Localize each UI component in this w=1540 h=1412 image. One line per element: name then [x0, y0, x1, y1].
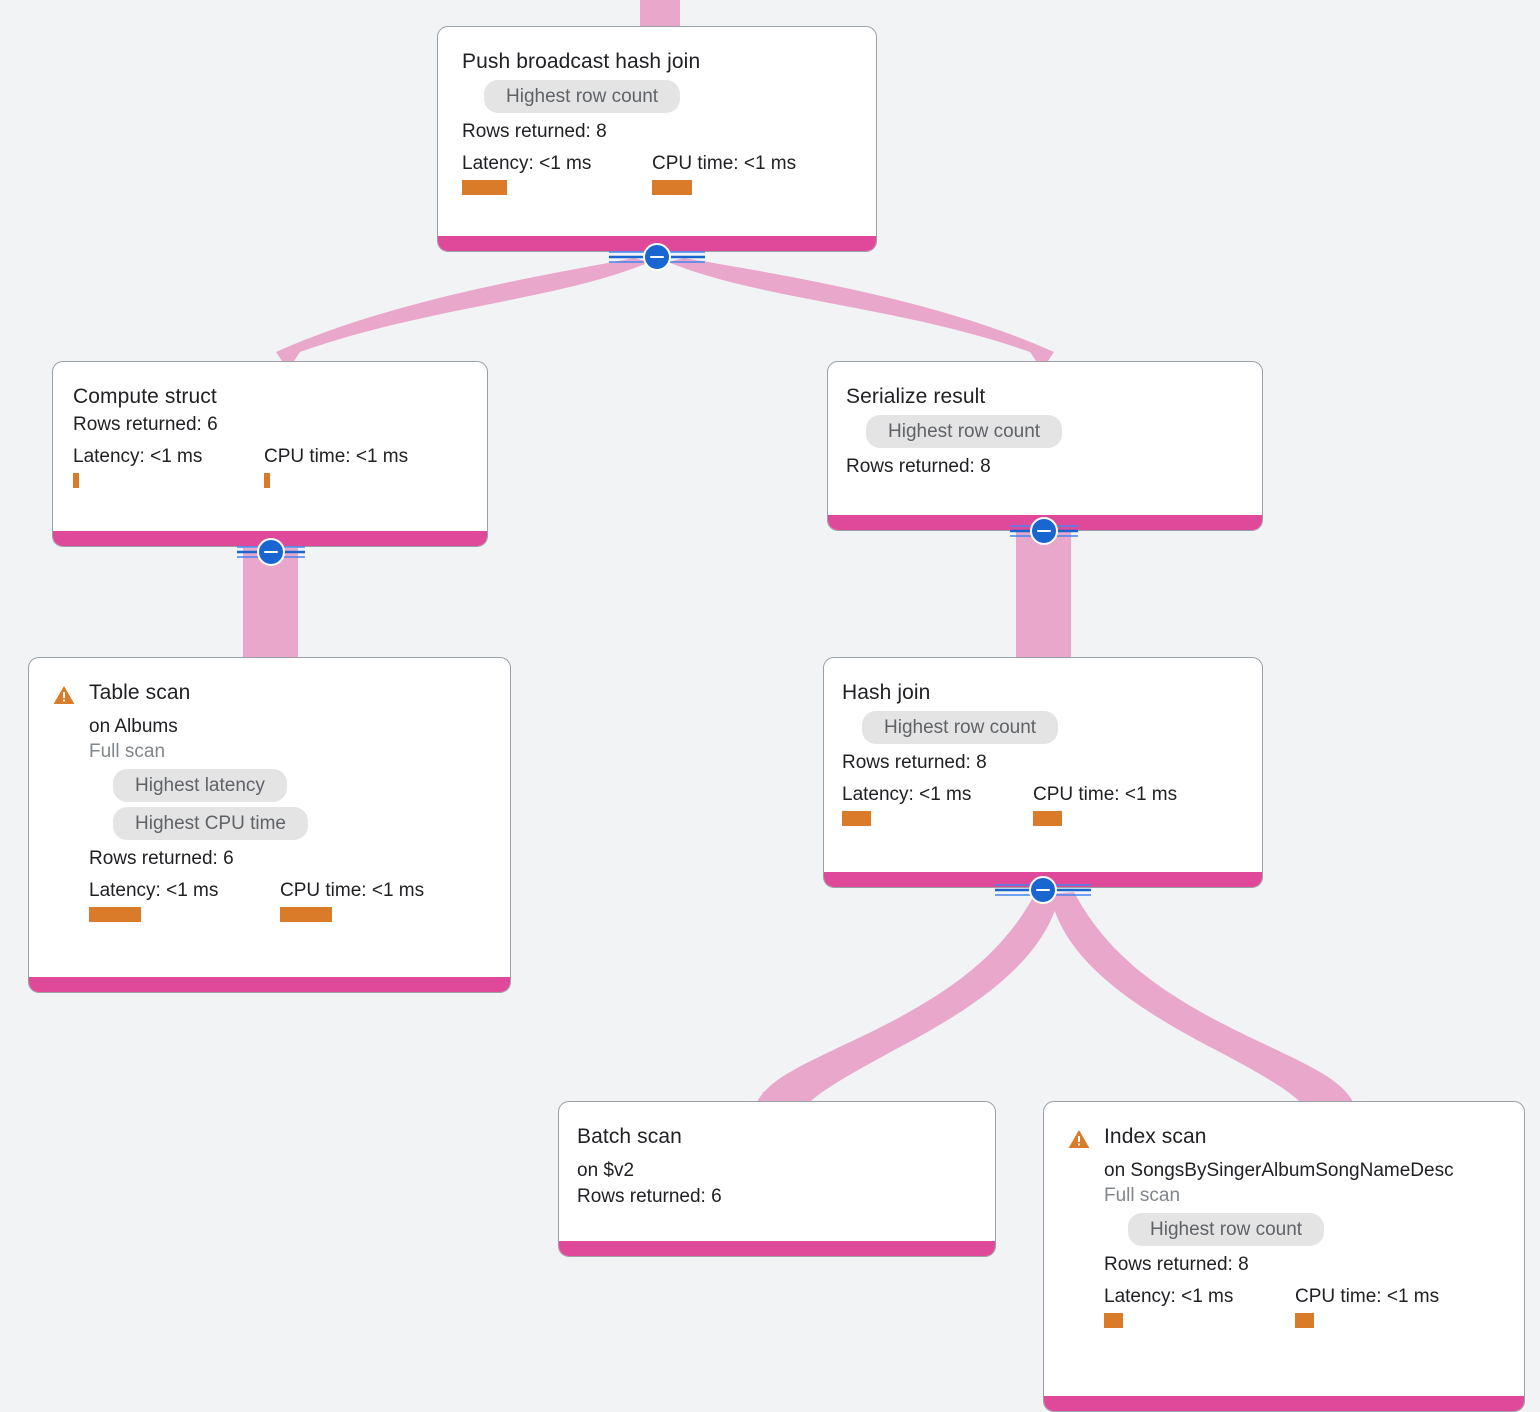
edge-compute-struct-to-table-scan	[243, 548, 298, 664]
collapse-minus-icon[interactable]	[1030, 517, 1058, 545]
node-title: Serialize result	[846, 385, 986, 408]
metric-cpu-time: CPU time: <1 ms	[280, 879, 424, 922]
metric-latency: Latency: <1 ms	[842, 783, 1033, 826]
node-target: on SongsBySingerAlbumSongNameDesc	[1104, 1160, 1454, 1181]
metric-latency-label: Latency: <1 ms	[89, 880, 219, 901]
warning-icon	[1068, 1129, 1090, 1149]
rows-returned: Rows returned: 6	[577, 1186, 722, 1207]
plan-node-serialize-result[interactable]: Serialize result Highest row count Rows …	[827, 361, 1263, 531]
node-header: Table scan on Albums Full scan Highest l…	[53, 680, 486, 922]
metric-cpu-bar	[1033, 811, 1062, 826]
edge-hash-join-to-batch-scan	[758, 892, 1060, 1106]
metric-latency: Latency: <1 ms	[73, 445, 264, 488]
node-scan-type: Full scan	[89, 741, 166, 762]
metric-latency-label: Latency: <1 ms	[462, 153, 592, 174]
metric-latency-bar	[842, 811, 871, 826]
metric-cpu-bar	[652, 180, 692, 195]
edge-arrow-batch-scan	[762, 1092, 794, 1106]
rows-returned: Rows returned: 8	[1104, 1254, 1249, 1275]
badge-highest-latency: Highest latency	[113, 769, 287, 802]
node-footer-bar	[1044, 1396, 1524, 1411]
node-footer-bar	[559, 1241, 995, 1256]
metric-cpu-time: CPU time: <1 ms	[1033, 783, 1177, 826]
metric-cpu-bar	[280, 907, 332, 922]
collapse-minus-icon[interactable]	[1029, 876, 1057, 904]
badge-highest-row-count: Highest row count	[484, 80, 681, 113]
warning-icon	[53, 685, 75, 705]
metric-cpu-bar	[264, 473, 270, 488]
node-footer-bar	[29, 977, 510, 992]
node-target: on Albums	[89, 716, 178, 737]
rows-returned: Rows returned: 8	[462, 121, 607, 142]
metric-cpu-time: CPU time: <1 ms	[652, 152, 796, 195]
node-header: Serialize result	[846, 384, 1238, 410]
collapse-toggle-hash-join[interactable]	[995, 876, 1091, 904]
metric-latency-label: Latency: <1 ms	[1104, 1286, 1234, 1307]
badge-highest-row-count: Highest row count	[866, 415, 1063, 448]
rows-returned: Rows returned: 6	[73, 414, 218, 435]
metric-cpu-label: CPU time: <1 ms	[264, 446, 409, 467]
metric-latency-bar	[1104, 1313, 1123, 1328]
node-target: on $v2	[577, 1160, 635, 1181]
node-header: Index scan on SongsBySingerAlbumSongName…	[1068, 1124, 1504, 1328]
node-header: Batch scan	[577, 1124, 971, 1150]
node-header: Push broadcast hash join	[462, 49, 852, 75]
metric-cpu-label: CPU time: <1 ms	[652, 153, 797, 174]
node-scan-type: Full scan	[1104, 1185, 1181, 1206]
node-title: Compute struct	[73, 385, 217, 408]
edge-root-to-serialize-result	[668, 258, 1054, 370]
collapse-minus-icon[interactable]	[643, 243, 671, 271]
plan-node-index-scan[interactable]: Index scan on SongsBySingerAlbumSongName…	[1043, 1101, 1525, 1412]
collapse-toggle-compute-struct[interactable]	[223, 538, 319, 566]
edge-root-to-compute-struct	[276, 258, 650, 370]
badge-highest-row-count: Highest row count	[862, 711, 1059, 744]
edge-root-stub	[640, 0, 680, 26]
metric-latency: Latency: <1 ms	[462, 152, 652, 195]
metric-cpu-label: CPU time: <1 ms	[1295, 1286, 1440, 1307]
node-title: Table scan	[89, 681, 191, 704]
metric-cpu-bar	[1295, 1313, 1314, 1328]
plan-node-compute-struct[interactable]: Compute struct Rows returned: 6 Latency:…	[52, 361, 488, 547]
plan-node-push-broadcast-hash-join[interactable]: Push broadcast hash join Highest row cou…	[437, 26, 877, 252]
metric-cpu-time: CPU time: <1 ms	[1295, 1285, 1439, 1328]
metric-latency-bar	[462, 180, 507, 195]
node-title: Push broadcast hash join	[462, 50, 701, 73]
metric-cpu-label: CPU time: <1 ms	[1033, 784, 1178, 805]
node-header: Hash join	[842, 680, 1238, 706]
badge-highest-row-count: Highest row count	[1128, 1213, 1325, 1246]
edge-hash-join-to-index-scan	[1050, 892, 1352, 1106]
badge-highest-cpu-time: Highest CPU time	[113, 807, 308, 840]
rows-returned: Rows returned: 6	[89, 848, 234, 869]
metric-latency: Latency: <1 ms	[89, 879, 280, 922]
plan-node-batch-scan[interactable]: Batch scan on $v2 Rows returned: 6	[558, 1101, 996, 1257]
edge-serialize-result-to-hash-join	[1016, 528, 1071, 664]
plan-node-hash-join[interactable]: Hash join Highest row count Rows returne…	[823, 657, 1263, 888]
edge-arrow-index-scan	[1306, 1092, 1338, 1106]
metric-latency-label: Latency: <1 ms	[842, 784, 972, 805]
collapse-toggle-serialize-result[interactable]	[996, 517, 1092, 545]
plan-node-table-scan[interactable]: Table scan on Albums Full scan Highest l…	[28, 657, 511, 993]
node-title: Hash join	[842, 681, 931, 704]
node-title: Index scan	[1104, 1125, 1207, 1148]
node-header: Compute struct	[73, 384, 463, 410]
metric-cpu-time: CPU time: <1 ms	[264, 445, 408, 488]
metric-latency: Latency: <1 ms	[1104, 1285, 1295, 1328]
rows-returned: Rows returned: 8	[846, 456, 991, 477]
node-title: Batch scan	[577, 1125, 682, 1148]
collapse-toggle-push-broadcast-hash-join[interactable]	[609, 243, 705, 271]
rows-returned: Rows returned: 8	[842, 752, 987, 773]
metric-cpu-label: CPU time: <1 ms	[280, 880, 425, 901]
metric-latency-label: Latency: <1 ms	[73, 446, 203, 467]
metric-latency-bar	[89, 907, 141, 922]
collapse-minus-icon[interactable]	[257, 538, 285, 566]
metric-latency-bar	[73, 473, 79, 488]
